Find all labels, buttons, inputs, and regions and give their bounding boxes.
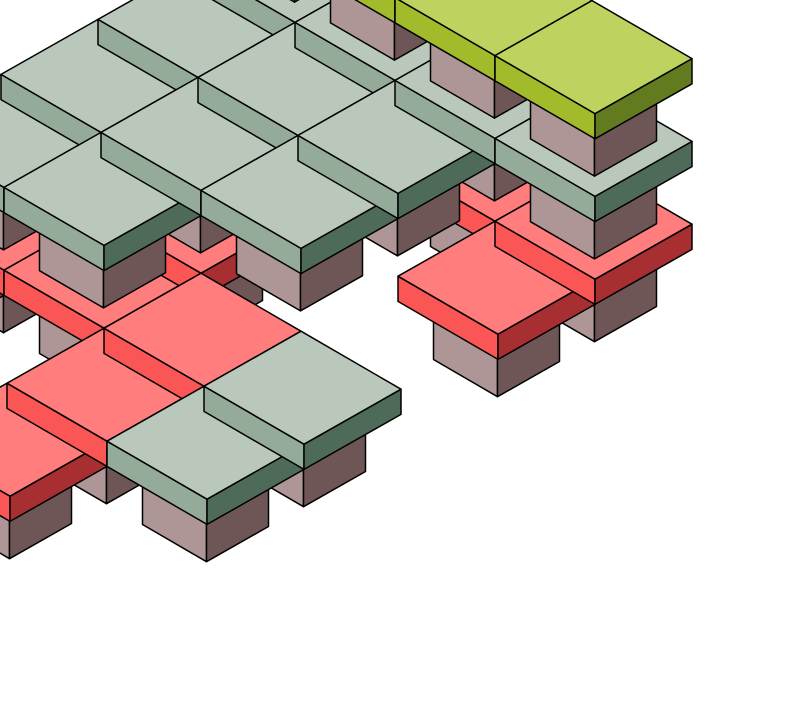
pillar-top-left-face xyxy=(289,0,296,3)
slab-low-gray-top-face xyxy=(203,330,402,445)
pillar-top-right-face xyxy=(293,0,300,3)
slab-top-green-top-face xyxy=(494,0,693,115)
